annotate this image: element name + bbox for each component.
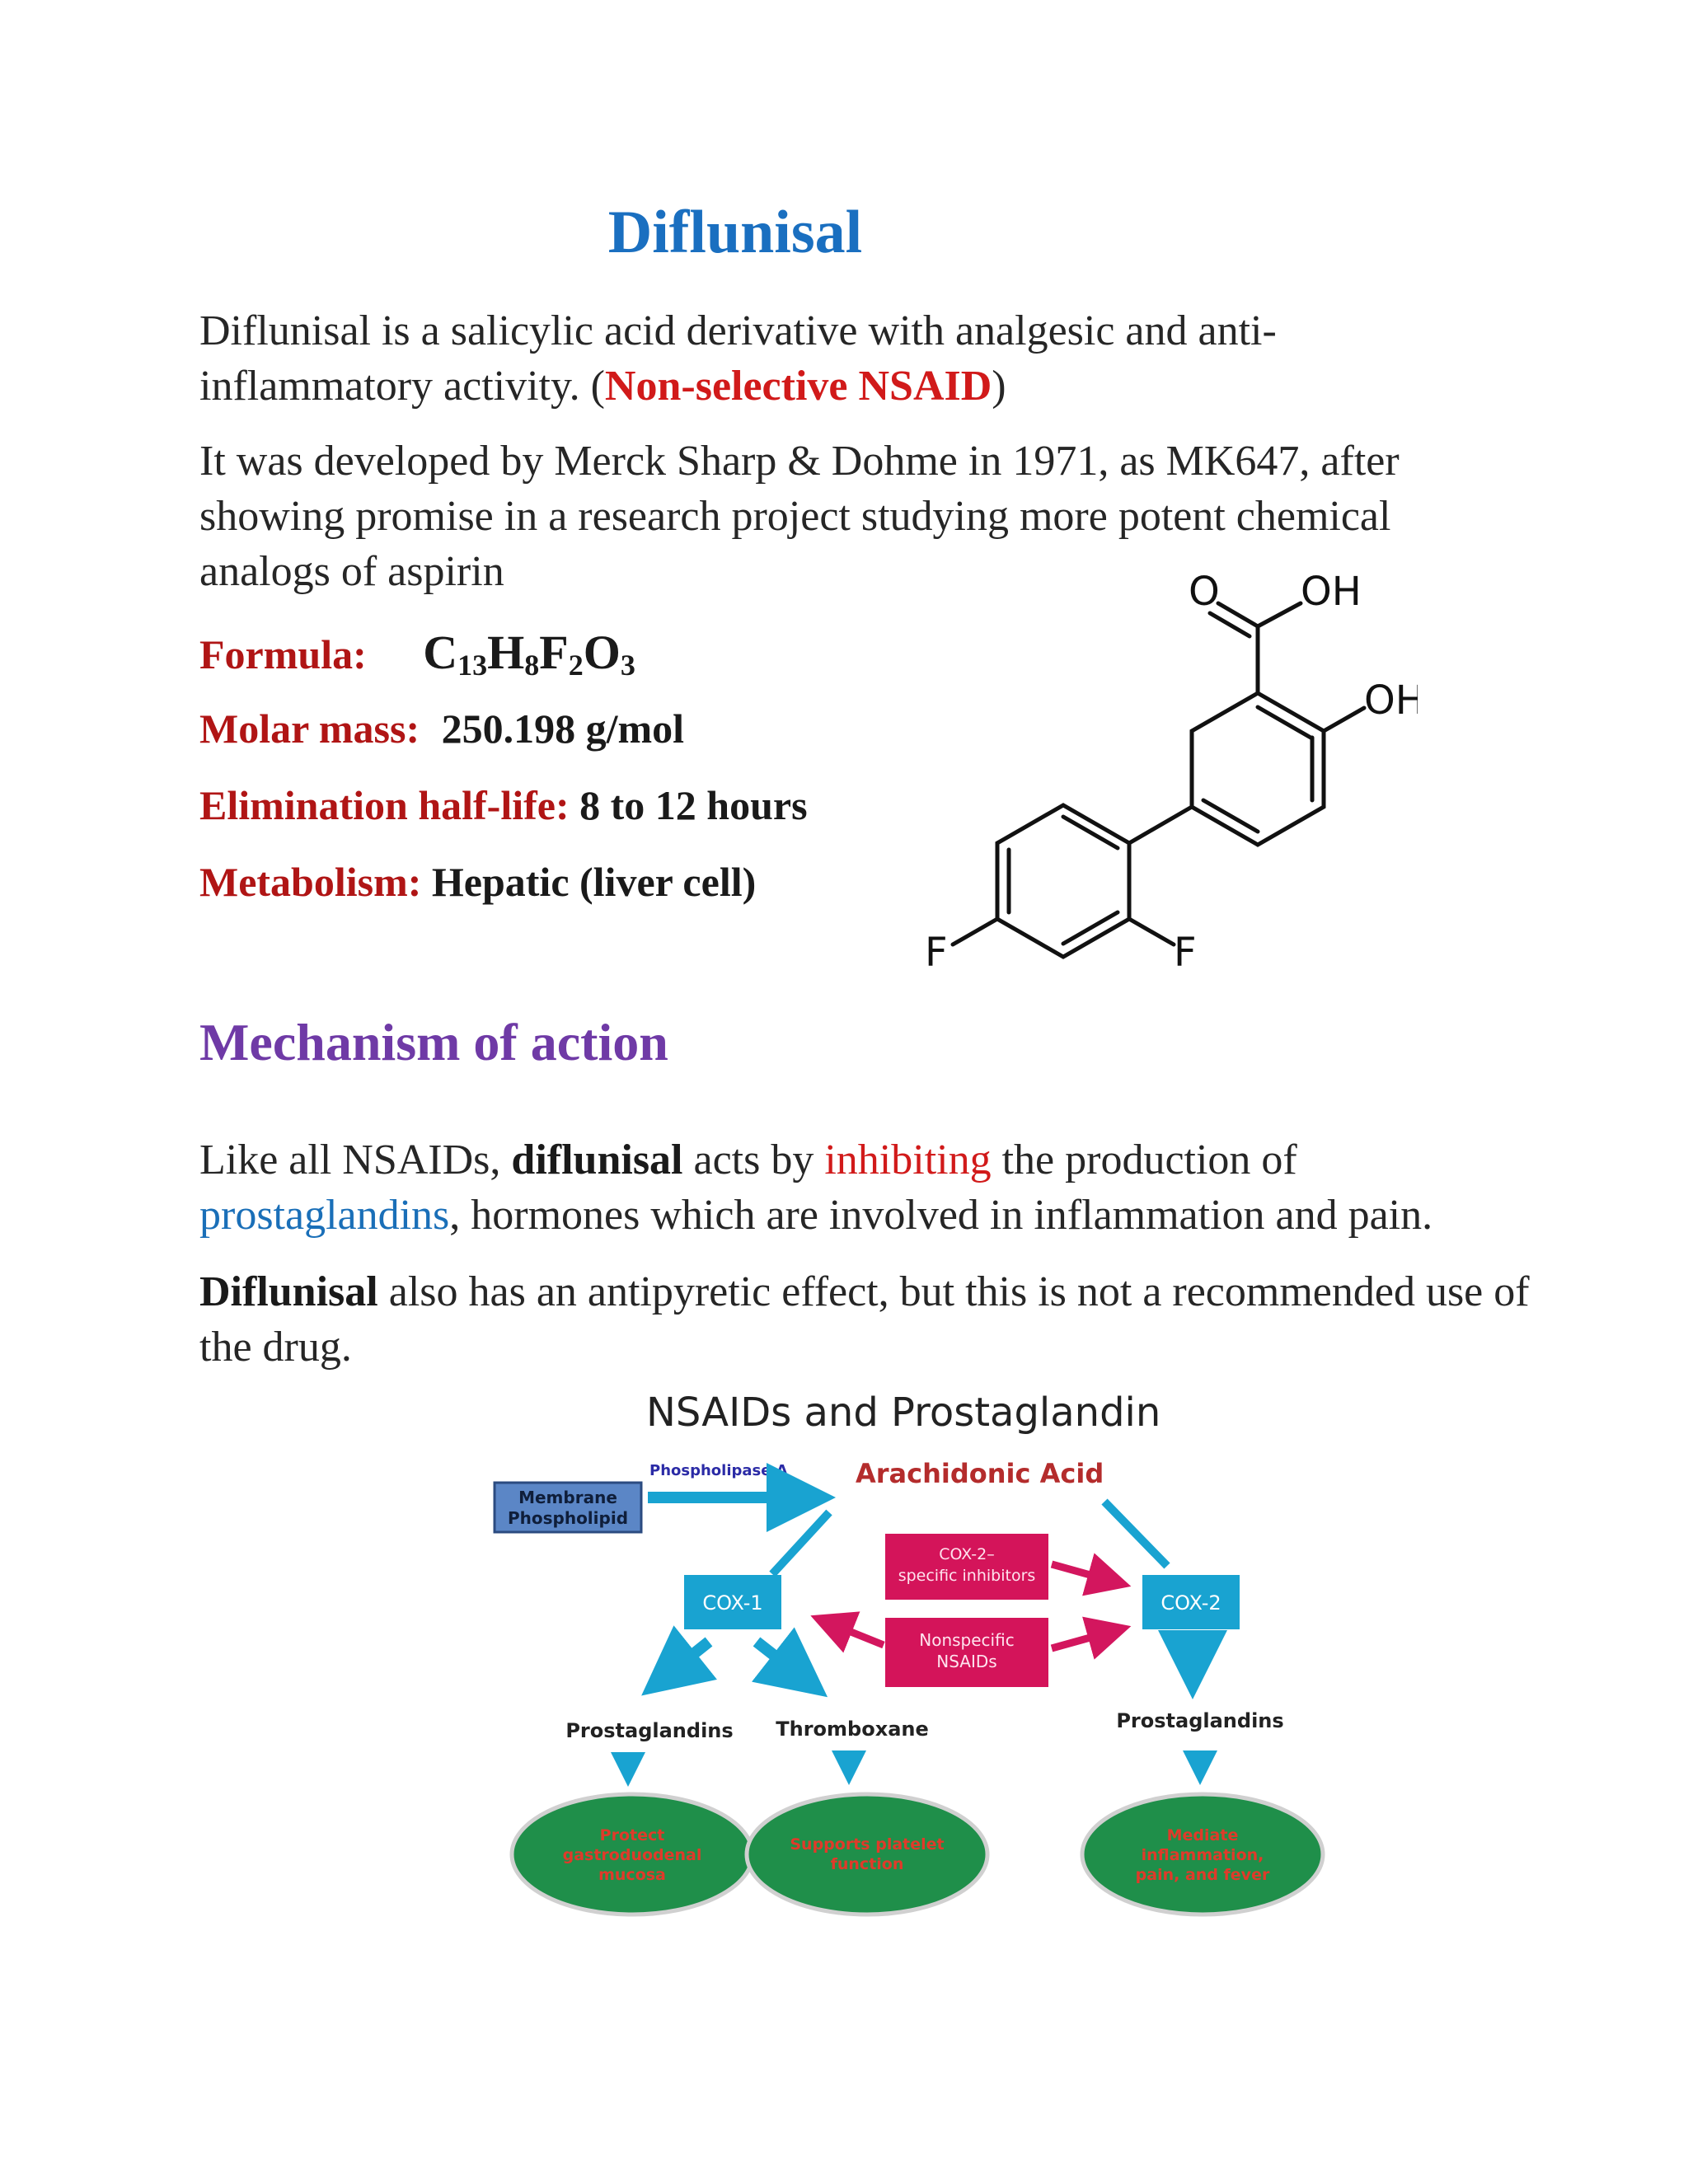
- svg-text:COX-2: COX-2: [1160, 1591, 1221, 1615]
- svg-text:COX-2–: COX-2–: [939, 1545, 995, 1563]
- mechanism-heading: Mechanism of action: [199, 1013, 668, 1071]
- cox1-to-thromboxane-arrow: [752, 1627, 828, 1698]
- oval-mediate-inflammation: [1080, 1792, 1325, 1917]
- prostaglandins-right-label: Prostaglandins: [1116, 1709, 1283, 1732]
- phospholipase-label: Phospholipase A: [649, 1462, 788, 1479]
- antipyretic-paragraph: Diflunisal also has an antipyretic effec…: [199, 1268, 1530, 1371]
- oval-platelet-function: [744, 1792, 990, 1917]
- svg-text:Supports platelet: Supports platelet: [790, 1835, 944, 1854]
- svg-text:NSAIDs: NSAIDs: [936, 1652, 996, 1671]
- cox1-to-prostaglandins-arrow: [641, 1625, 717, 1696]
- svg-text:inflammation,: inflammation,: [1142, 1846, 1264, 1864]
- half-life-row: Elimination half-life: 8 to 12 hours: [199, 782, 808, 828]
- svg-text:specific inhibitors: specific inhibitors: [898, 1567, 1036, 1585]
- prostaglandins-left-label: Prostaglandins: [565, 1719, 733, 1742]
- svg-text:Membrane: Membrane: [518, 1488, 617, 1507]
- fluorine-left-label: F: [925, 930, 948, 976]
- oh-top-label: OH: [1301, 569, 1362, 615]
- cox2-inhibitor-arrow: [1050, 1553, 1132, 1596]
- arachidonic-acid-label: Arachidonic Acid: [856, 1458, 1104, 1489]
- oh-side-label: OH: [1364, 677, 1418, 724]
- cox2-inhibitors-box: [885, 1534, 1048, 1600]
- inhibiting-text: inhibiting: [824, 1137, 992, 1183]
- membrane-phospholipid-box: [493, 1481, 643, 1534]
- svg-text:COX-1: COX-1: [702, 1591, 762, 1615]
- intro-paragraph: Diflunisal is a salicylic acid derivativ…: [199, 307, 1277, 410]
- arachidonic-to-cox2-line: [1101, 1498, 1170, 1569]
- svg-text:pain, and fever: pain, and fever: [1136, 1866, 1270, 1884]
- nonspecific-to-cox2-arrow: [1050, 1616, 1132, 1660]
- svg-text:Mediate: Mediate: [1167, 1826, 1239, 1844]
- svg-text:mucosa: mucosa: [598, 1866, 666, 1884]
- nsaid-pathway-diagram: Membrane Phospholipid Phospholipase A Ar…: [493, 1458, 1325, 1917]
- svg-text:Phospholipid: Phospholipid: [508, 1508, 628, 1528]
- svg-text:Nonspecific: Nonspecific: [919, 1630, 1014, 1650]
- nonspecific-to-cox1-arrow: [810, 1611, 885, 1653]
- formula-value: C13H8F2O3: [423, 626, 635, 682]
- cox1-box: [684, 1575, 781, 1629]
- svg-text:Protect: Protect: [600, 1826, 665, 1844]
- diflunisal-structure: O OH OH F F: [925, 569, 1418, 976]
- oxygen-label: O: [1189, 569, 1220, 615]
- arachidonic-to-cox1-line: [769, 1509, 832, 1577]
- molar-mass-row: Molar mass: 250.198 g/mol: [199, 705, 685, 752]
- history-paragraph: It was developed by Merck Sharp & Dohme …: [199, 438, 1400, 595]
- thromboxane-label: Thromboxane: [776, 1718, 929, 1741]
- mechanism-paragraph: Like all NSAIDs, diflunisal acts by inhi…: [199, 1137, 1433, 1239]
- diagram-title: NSAIDs and Prostaglandin: [646, 1390, 1161, 1436]
- page-title: Diflunisal: [607, 199, 863, 266]
- fluorine-right-label: F: [1174, 930, 1197, 976]
- nsaid-class-highlight: Non-selective NSAID: [604, 363, 992, 410]
- svg-text:gastroduodenal: gastroduodenal: [563, 1846, 702, 1864]
- formula-row: Formula: C13H8F2O3: [199, 626, 635, 682]
- cox2-box: [1142, 1575, 1240, 1629]
- metabolism-row: Metabolism: Hepatic (liver cell): [199, 859, 757, 905]
- nonspecific-nsaids-box: [885, 1618, 1048, 1687]
- svg-text:function: function: [831, 1855, 904, 1873]
- prostaglandins-link: prostaglandins: [199, 1192, 450, 1239]
